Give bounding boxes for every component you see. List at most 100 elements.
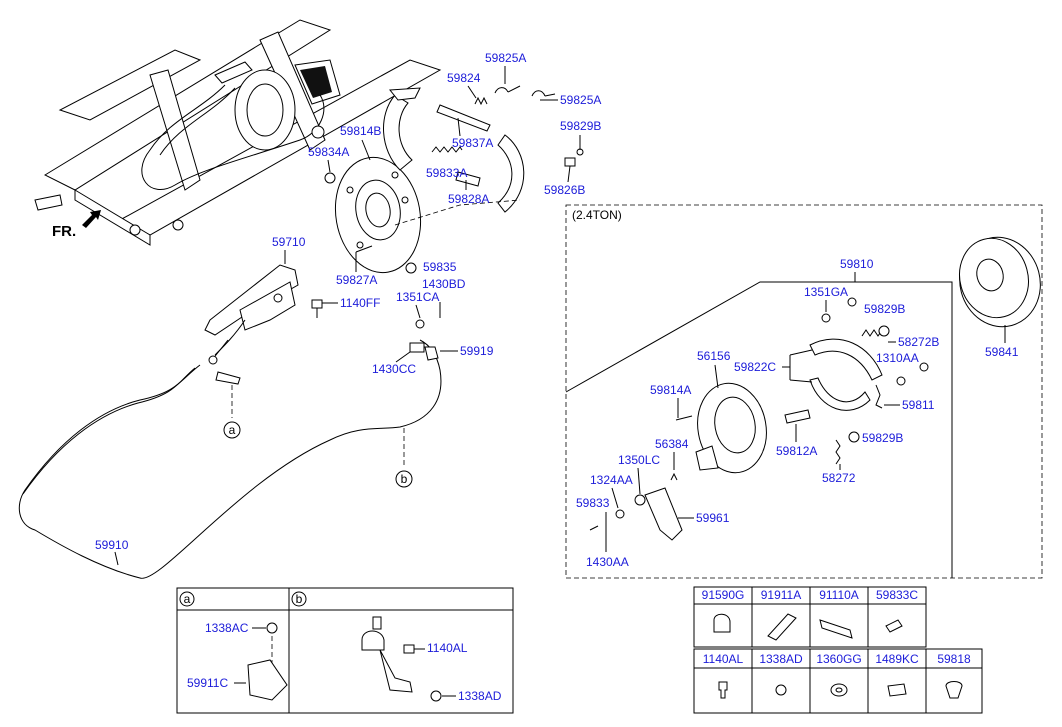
plug-59834A	[324, 172, 336, 184]
nut-1324AA	[615, 509, 625, 519]
part-label-59833[interactable]: 59833	[576, 496, 610, 510]
parts-table: 91590G 91911A 91110A 59833C 1140AL 1338A…	[693, 586, 983, 714]
plug-icon	[945, 681, 963, 699]
part-label-1140AL[interactable]: 1140AL	[427, 641, 468, 655]
front-arrow-icon	[82, 210, 101, 228]
bolt-1140AL-icon	[718, 681, 728, 699]
part-label-59834A[interactable]: 59834A	[308, 145, 349, 159]
part-label-59825A-top[interactable]: 59825A	[485, 51, 526, 65]
part-label-59822C[interactable]: 59822C	[734, 360, 776, 374]
part-label-58272B[interactable]: 58272B	[898, 335, 939, 349]
clamp-icon	[767, 613, 797, 641]
table-header-91110A[interactable]: 91110A	[819, 588, 859, 602]
table-header-59818[interactable]: 59818	[937, 652, 971, 666]
bolt-icon	[885, 619, 903, 633]
table-header-1338AD[interactable]: 1338AD	[759, 652, 803, 666]
part-label-58272[interactable]: 58272	[822, 471, 856, 485]
part-label-59811[interactable]: 59811	[902, 398, 935, 412]
part-label-1338AC[interactable]: 1338AC	[205, 621, 249, 635]
part-labels-left: 59825A 59824 59825A 59829B 59814B 59837A…	[95, 51, 601, 566]
detail-box-a: a 1338AC 59911C	[176, 587, 290, 714]
part-label-1430CC[interactable]: 1430CC	[372, 362, 416, 376]
lever-59961	[644, 487, 683, 541]
part-label-1324AA[interactable]: 1324AA	[590, 473, 633, 487]
part-label-56156[interactable]: 56156	[697, 349, 731, 363]
table-header-59833C[interactable]: 59833C	[876, 588, 918, 602]
cable-bracket	[215, 371, 241, 385]
bolt-1430CC	[409, 342, 425, 353]
nut-1351CA	[415, 319, 425, 329]
nut-1351GA	[821, 313, 831, 323]
bolt-1140FF	[311, 299, 323, 309]
detail-box-b: b 1140AL 1338AD	[288, 587, 514, 714]
part-label-1310AA[interactable]: 1310AA	[876, 351, 919, 365]
part-label-59841[interactable]: 59841	[985, 345, 1019, 359]
part-label-59824[interactable]: 59824	[447, 71, 481, 85]
part-label-1351GA[interactable]: 1351GA	[804, 285, 848, 299]
part-label-59828A[interactable]: 59828A	[448, 192, 489, 206]
parking-brake-lever-59710	[204, 264, 299, 356]
table-header-91911A[interactable]: 91911A	[761, 588, 801, 602]
table-header-1360GG[interactable]: 1360GG	[816, 652, 861, 666]
table-header-91590G[interactable]: 91590G	[702, 588, 745, 602]
part-labels-right: 59810 1351GA 59829B 58272B 59841 56156 5…	[576, 257, 1019, 569]
table-header-1140AL[interactable]: 1140AL	[703, 652, 744, 666]
parking-cable-59910	[18, 339, 442, 579]
brake-shoe-left	[383, 94, 413, 171]
vehicle-frame-illustration	[34, 19, 442, 246]
detail-a-tag: a	[184, 592, 191, 606]
part-label-59710[interactable]: 59710	[272, 235, 306, 249]
backing-plate-59814B	[334, 156, 422, 274]
brake-shoe-lower	[809, 377, 871, 411]
part-label-59812A[interactable]: 59812A	[776, 444, 817, 458]
callout-a-label: a	[229, 423, 236, 437]
detail-b-tag: b	[296, 592, 303, 606]
clip-59919	[424, 346, 439, 361]
spring-59826B	[564, 157, 576, 167]
part-label-59961[interactable]: 59961	[696, 511, 730, 525]
part-label-59911C[interactable]: 59911C	[187, 676, 228, 690]
part-label-59919[interactable]: 59919	[460, 344, 494, 358]
part-label-59814B[interactable]: 59814B	[340, 124, 381, 138]
part-label-59910[interactable]: 59910	[95, 538, 129, 552]
variant-label: (2.4TON)	[572, 208, 622, 222]
nut-1310AA	[896, 376, 906, 386]
callout-a	[223, 421, 241, 439]
bracket-icon	[819, 619, 853, 639]
front-orientation-label: FR.	[52, 223, 76, 240]
clip-nut-icon	[887, 683, 907, 697]
part-label-1430BD[interactable]: 1430BD	[422, 277, 466, 291]
backing-plate-56156	[695, 382, 767, 474]
part-label-1351CA[interactable]: 1351CA	[396, 290, 439, 304]
part-label-59829B-lower[interactable]: 59829B	[862, 431, 903, 445]
adjuster-59828A	[455, 171, 481, 187]
strut-59837A	[436, 104, 491, 132]
assembly-outline	[565, 281, 953, 578]
brake-shoe-right	[497, 134, 525, 213]
part-label-59829B-left[interactable]: 59829B	[560, 119, 601, 133]
part-label-56384[interactable]: 56384	[655, 437, 689, 451]
brake-shoe-upper	[809, 338, 883, 381]
brake-drum-59841	[959, 236, 1041, 328]
part-label-59833A[interactable]: 59833A	[426, 166, 467, 180]
adjuster-59812A	[784, 409, 811, 424]
clip-icon	[713, 613, 731, 633]
part-label-59825A-right[interactable]: 59825A	[560, 93, 601, 107]
part-label-59837A[interactable]: 59837A	[452, 136, 493, 150]
part-label-59835[interactable]: 59835	[423, 260, 457, 274]
table-header-1489KC[interactable]: 1489KC	[875, 652, 919, 666]
part-label-59814A[interactable]: 59814A	[650, 383, 691, 397]
washer-59835	[405, 262, 417, 274]
washer-1350LC	[634, 494, 646, 506]
part-label-1338AD-detail[interactable]: 1338AD	[458, 689, 502, 703]
part-label-59826B[interactable]: 59826B	[544, 183, 585, 197]
part-label-59827A[interactable]: 59827A	[336, 273, 377, 287]
part-label-59829B-upper[interactable]: 59829B	[864, 302, 905, 316]
part-label-1350LC[interactable]: 1350LC	[618, 453, 660, 467]
part-label-1140FF[interactable]: 1140FF	[340, 296, 380, 310]
nut-icon	[775, 684, 787, 696]
part-label-59810[interactable]: 59810	[840, 257, 874, 271]
part-label-1430AA[interactable]: 1430AA	[586, 555, 629, 569]
